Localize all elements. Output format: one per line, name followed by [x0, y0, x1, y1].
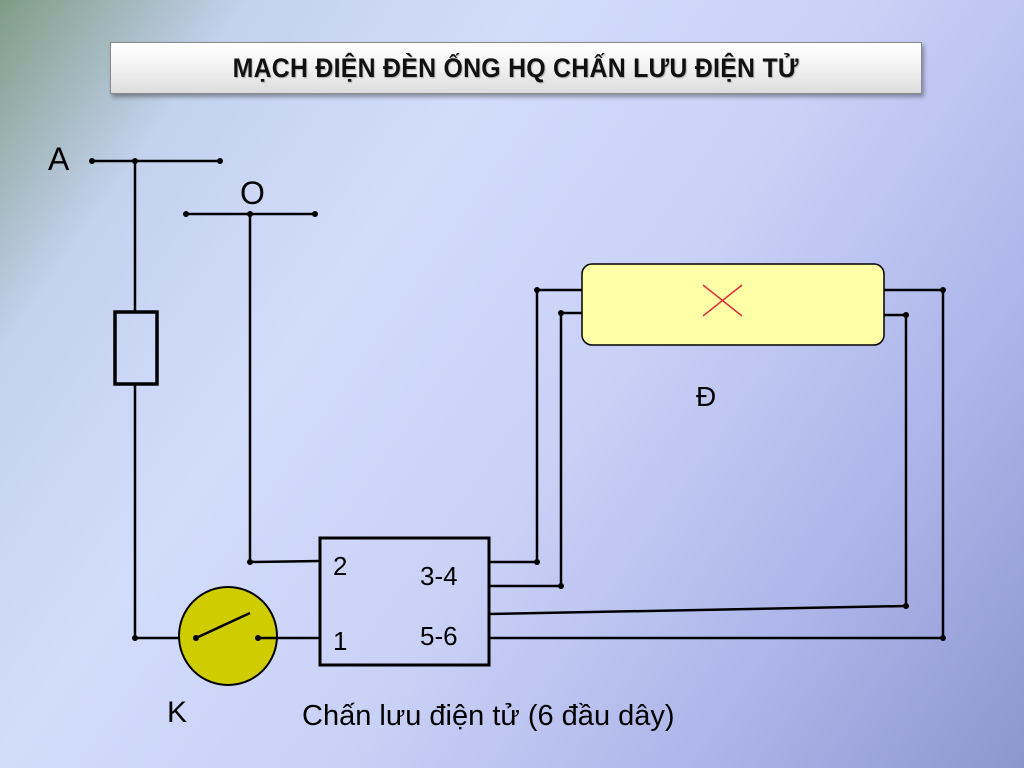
wire-a-to-switch — [132, 161, 196, 641]
line-a — [89, 158, 223, 164]
ballast-caption: Chấn lưu điện tử (6 đầu dây) — [302, 700, 675, 732]
switch-body — [178, 586, 278, 686]
switch-k — [178, 586, 320, 686]
title-banner: MẠCH ĐIỆN ĐÈN ỐNG HQ CHẤN LƯU ĐIỆN TỬ — [110, 42, 922, 94]
terminal-1-label: 1 — [333, 626, 347, 656]
page-title: MẠCH ĐIỆN ĐÈN ỐNG HQ CHẤN LƯU ĐIỆN TỬ — [232, 52, 800, 83]
wire-34-to-lamp-left — [489, 287, 582, 589]
wire-o-to-ballast — [247, 214, 321, 565]
label-k: K — [167, 696, 187, 729]
terminal-2-label: 2 — [333, 551, 347, 581]
lamp-marker-icon — [702, 284, 743, 317]
label-o: O — [240, 175, 265, 211]
terminal-34-label: 3-4 — [420, 561, 458, 591]
wire-56-to-lamp-right — [488, 287, 946, 641]
lamp-tube — [581, 263, 885, 346]
label-a: A — [48, 141, 70, 177]
ballast-box — [318, 536, 491, 667]
label-lamp: Đ — [696, 381, 716, 412]
fuse — [113, 310, 159, 386]
terminal-56-label: 5-6 — [420, 621, 458, 651]
